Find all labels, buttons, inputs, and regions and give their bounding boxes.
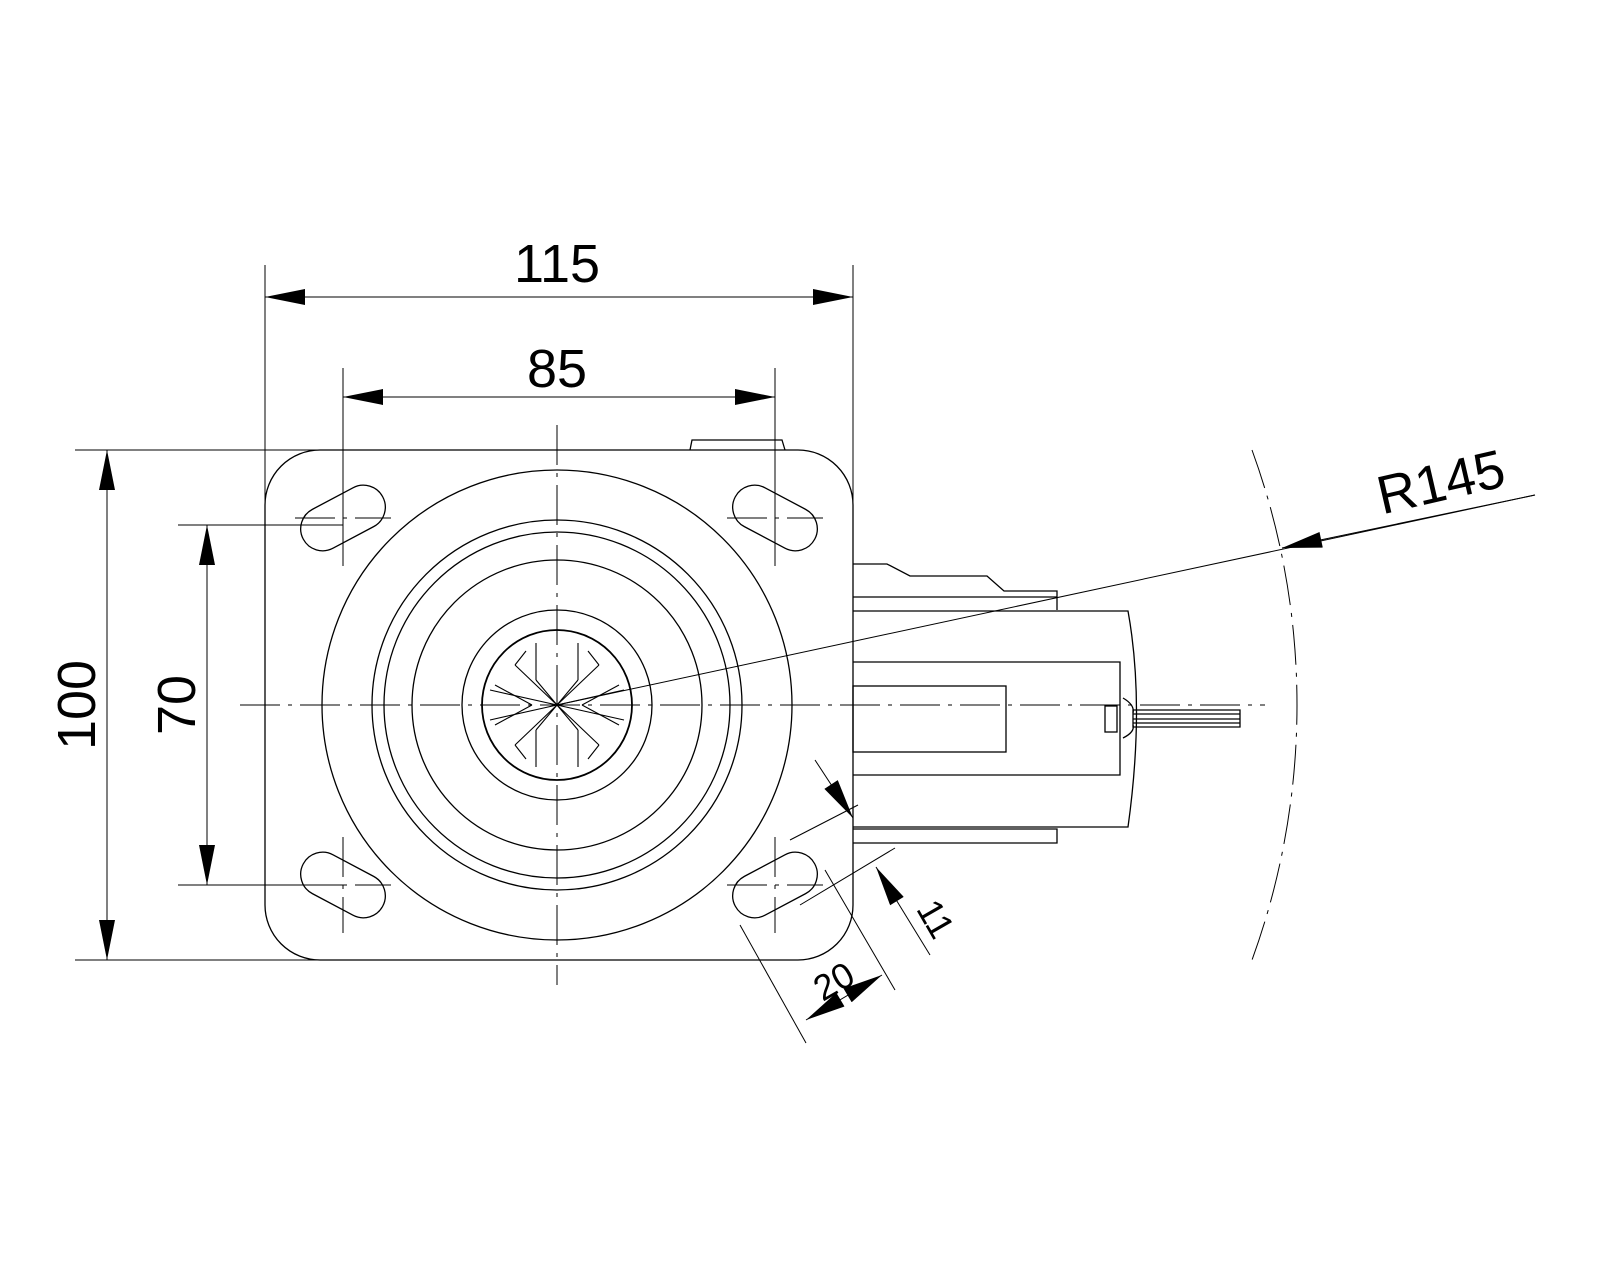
kingpin-nut [489,643,625,767]
brake-pedal [1132,709,1241,728]
centerlines [240,425,1298,985]
brake-housing [852,563,1241,844]
dim-20: 20 [806,953,861,1009]
dim-11: 11 [909,892,963,945]
dim-115: 115 [514,234,600,294]
dim-85: 85 [527,339,587,399]
swivel-radius-arc [1251,449,1298,961]
dimension-lines [75,265,1536,1044]
dim-70: 70 [147,675,207,735]
lock-tab [689,439,786,451]
dim-100: 100 [47,660,107,750]
mounting-slots [300,484,818,919]
dim-r145: R145 [1371,439,1510,527]
